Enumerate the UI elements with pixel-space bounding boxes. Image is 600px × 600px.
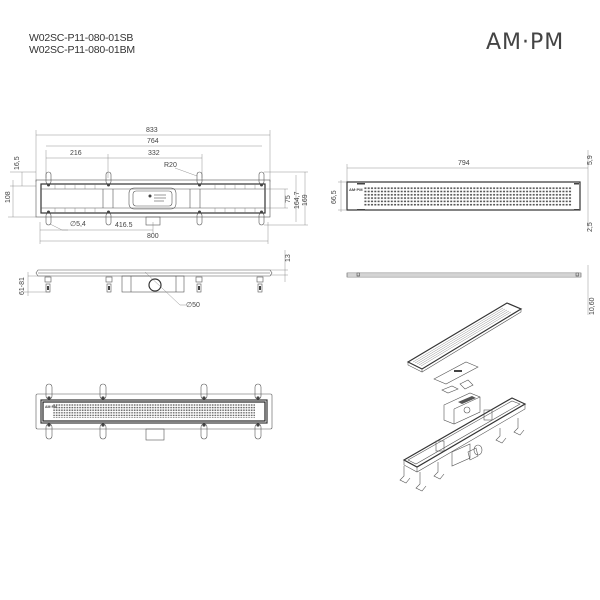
dim-body-length: 800 [147, 233, 159, 240]
dim-outlet-position: 416.5 [115, 222, 133, 229]
dim-flange-height: 13 [285, 254, 292, 262]
model-code-sb: W02SC-P11-080-01SB [29, 32, 134, 44]
assembled-view: AM·PM [35, 383, 273, 441]
dim-radius: R20 [164, 162, 177, 169]
brand-logo: AM·PM [486, 30, 565, 55]
model-code-bm: W02SC-P11-080-01BM [29, 44, 135, 56]
dim-grate-width: 66,5 [331, 190, 338, 204]
dim-inner-length: 764 [147, 138, 159, 145]
dim-outlet-diameter: ∅50 [186, 302, 200, 309]
dim-top-offset: 16,5 [14, 156, 21, 170]
dim-total-width: 169 [302, 194, 309, 206]
dim-height-range: 61-81 [19, 277, 26, 295]
dim-top-gap: 5,9 [587, 155, 594, 165]
grate-side-view: 10,60 [346, 265, 596, 315]
dim-middle-span: 332 [148, 150, 160, 157]
dim-leg-span: 164,7 [294, 191, 301, 209]
dim-hole-diameter: ∅5,4 [70, 221, 86, 228]
dim-body-width: 108 [5, 191, 12, 203]
dim-grate-length: 794 [458, 160, 470, 167]
dim-grate-thickness: 10,60 [589, 297, 596, 315]
dim-left-offset: 216 [70, 150, 82, 157]
svg-text:AM·PM: AM·PM [45, 405, 57, 409]
dim-bottom-gap: 2,5 [587, 222, 594, 232]
exploded-view [399, 302, 527, 492]
grate-top-view: 794 5,9 2,5 66,5 AM·PM [331, 150, 594, 232]
svg-text:AM·PM: AM·PM [349, 187, 363, 192]
side-view: 13 ∅50 61-81 [19, 250, 292, 309]
top-view: 833 764 216 332 R20 [5, 127, 309, 244]
dim-overall-length: 833 [146, 127, 158, 134]
dim-channel-width: 75 [285, 195, 292, 203]
